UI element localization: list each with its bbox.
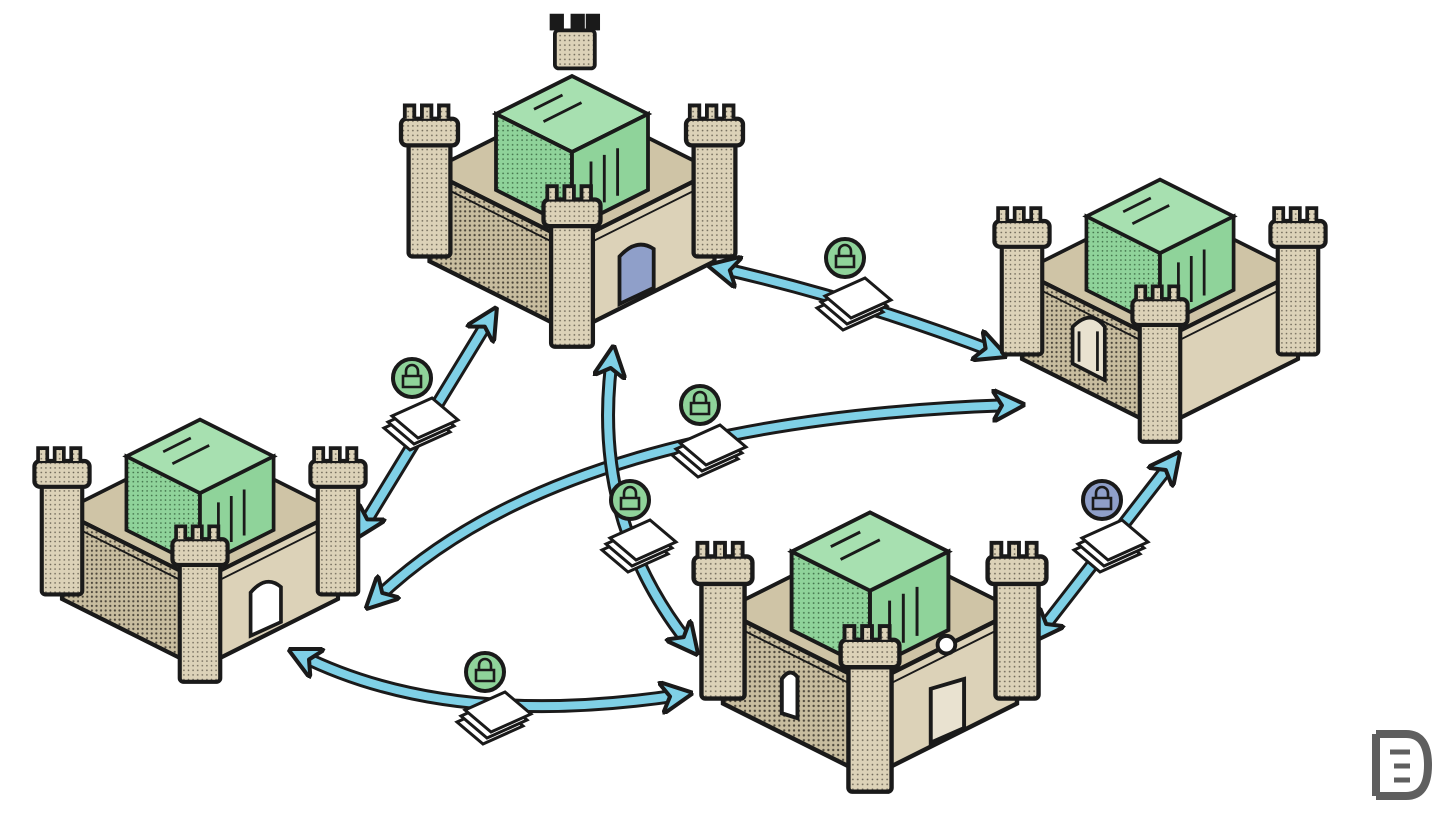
watchtower [549,13,601,71]
padlock-icon [474,657,496,683]
castle-window-round [935,633,958,656]
castle-door [928,676,967,746]
encrypted-message-2 [382,357,460,452]
encrypted-message-3 [670,384,748,479]
padlock-icon [401,363,423,389]
castle-door [617,242,656,307]
encrypted-messages [382,237,1150,746]
encrypted-message-1 [815,237,893,332]
padlock-icon [619,485,641,511]
encrypted-message-5 [1072,479,1150,574]
castle-bottom [694,512,1047,791]
castle-door [248,579,283,639]
encrypted-message-6 [455,651,533,746]
padlock-icon [834,243,856,269]
arrow-left-bottom [300,655,680,706]
encrypted-message-4 [600,479,678,574]
castle-top [401,13,743,347]
castle-window [779,670,800,721]
padlock-icon [1091,485,1113,511]
castle-right [994,180,1325,442]
castle-left [34,420,365,682]
publisher-monogram-logo [1370,730,1433,800]
padlock-icon [689,390,711,416]
